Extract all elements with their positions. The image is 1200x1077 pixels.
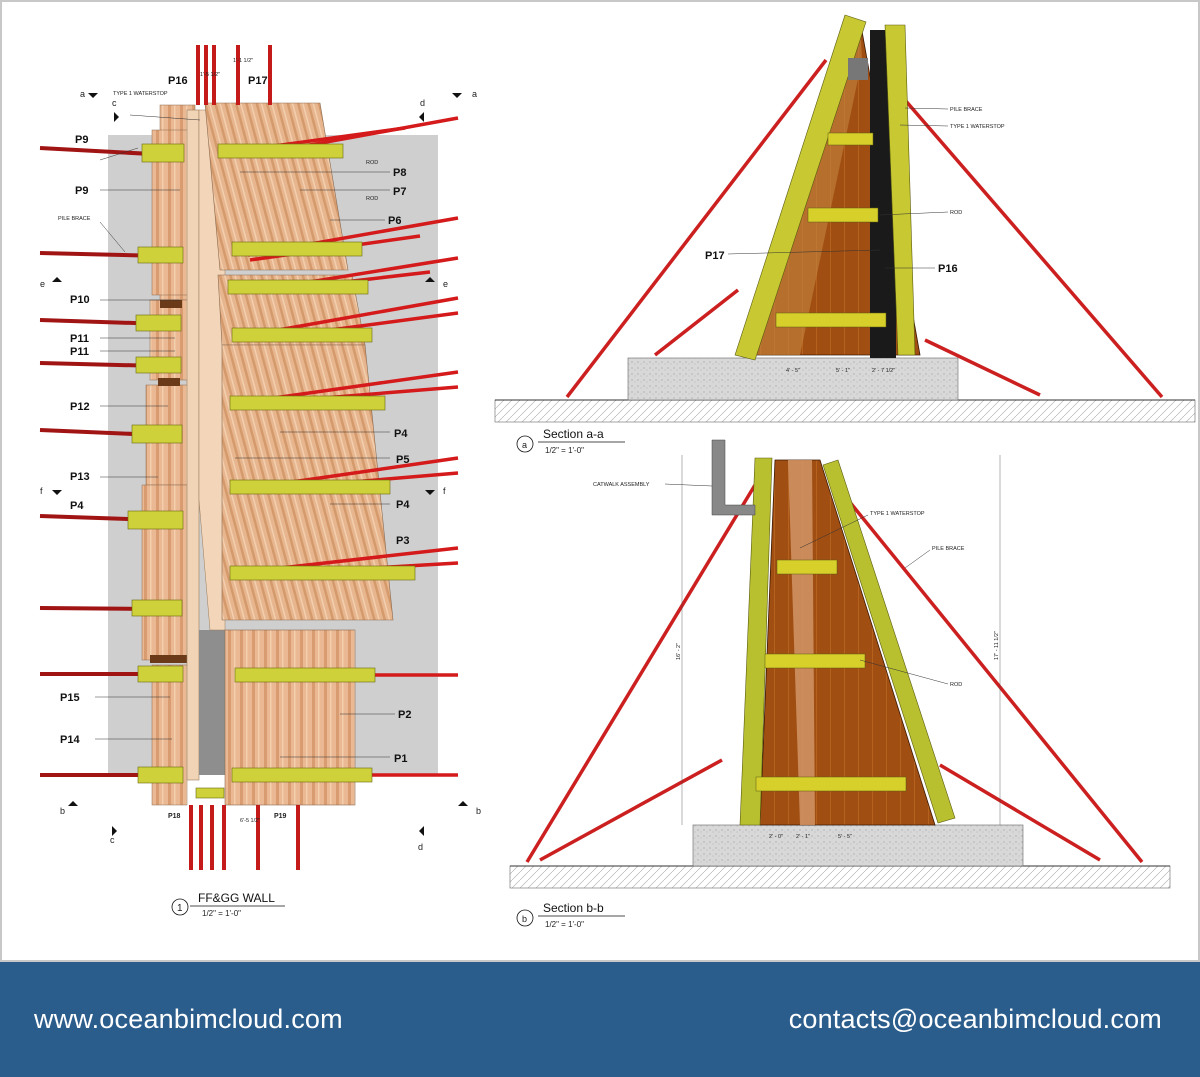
svg-text:b: b <box>60 806 65 816</box>
label-p18: P18 <box>168 813 181 820</box>
label-p19: P19 <box>274 813 287 820</box>
label-p11b: P11 <box>70 346 89 358</box>
dim-top-1: 1'-5 1/2" <box>200 72 220 78</box>
label-p2: P2 <box>398 709 411 721</box>
section-a-label-right: P16 <box>938 263 958 275</box>
drawing-sheet: P1 P2 P3 P4 P4 P4 P5 P6 P7 P8 P9 P9 P10 … <box>0 0 1200 962</box>
label-p4c: P4 <box>70 500 84 512</box>
section-b-scale: 1/2" = 1'-0" <box>545 920 584 929</box>
section-a-dim-2: 5' - 1" <box>836 368 850 374</box>
website-link[interactable]: www.oceanbimcloud.com <box>34 1004 343 1034</box>
section-b-note-rod: ROD <box>950 682 962 688</box>
note-rod-main-1: ROD <box>366 160 378 166</box>
panel-labels: P1 P2 P3 P4 P4 P4 P5 P6 P7 P8 P9 P9 P10 … <box>60 75 411 820</box>
section-a-note-rod: ROD <box>950 210 962 216</box>
svg-text:b: b <box>476 806 481 816</box>
main-view-title-text: FF&GG WALL <box>198 891 275 905</box>
leader-lines <box>95 114 395 758</box>
sheet-border <box>0 0 1200 962</box>
section-b-dim-1: 2' - 0" <box>769 834 783 840</box>
section-a-view: P17 P16 PILE BRACE TYPE 1 WATERSTOP ROD … <box>494 14 1196 455</box>
svg-text:1: 1 <box>177 903 183 914</box>
svg-text:f: f <box>443 486 446 496</box>
section-a-dim-1: 4' - 5" <box>786 368 800 374</box>
section-a-scale: 1/2" = 1'-0" <box>545 446 584 455</box>
svg-text:d: d <box>420 98 425 108</box>
clamps <box>127 143 416 799</box>
section-a-label-left: P17 <box>705 250 725 262</box>
svg-text:a: a <box>522 440 527 450</box>
label-p9a: P9 <box>75 134 88 146</box>
section-a-note-waterstop: TYPE 1 WATERSTOP <box>950 124 1005 130</box>
label-p8: P8 <box>393 167 406 179</box>
label-p5: P5 <box>396 454 409 466</box>
svg-text:c: c <box>110 835 115 845</box>
label-p12: P12 <box>70 401 90 413</box>
dim-bottom: 6'-5 1/2" <box>240 818 260 824</box>
label-p6: P6 <box>388 215 401 227</box>
label-p14: P14 <box>60 734 80 746</box>
section-a-title-text: Section a-a <box>543 427 604 441</box>
section-a-title: a Section a-a 1/2" = 1'-0" <box>516 427 625 455</box>
label-p4b: P4 <box>396 499 410 511</box>
label-p7: P7 <box>393 186 406 198</box>
label-p3: P3 <box>396 535 409 547</box>
note-rod-main-2: ROD <box>366 196 378 202</box>
dim-top-2: 1'-1 1/2" <box>233 58 253 64</box>
label-p1: P1 <box>394 753 407 765</box>
section-b-note-pile-brace: PILE BRACE <box>932 546 965 552</box>
label-p11a: P11 <box>70 333 89 345</box>
svg-text:f: f <box>40 486 43 496</box>
section-a-note-pile-brace: PILE BRACE <box>950 107 983 113</box>
section-b-view: CATWALK ASSEMBLY TYPE 1 WATERSTOP PILE B… <box>509 439 1171 929</box>
section-b-braces <box>525 484 1144 864</box>
label-p10: P10 <box>70 294 90 306</box>
svg-text:e: e <box>40 279 45 289</box>
svg-text:c: c <box>112 98 117 108</box>
section-b-height-right: 17' - 11 1/2" <box>994 631 1000 660</box>
section-b-dim-2: 2' - 1" <box>796 834 810 840</box>
section-b-dim-3: 5' - 5" <box>838 834 852 840</box>
label-p9b: P9 <box>75 185 88 197</box>
section-b-note-waterstop: TYPE 1 WATERSTOP <box>870 511 925 517</box>
svg-text:a: a <box>472 89 477 99</box>
label-p15: P15 <box>60 692 80 704</box>
footer-bar: www.oceanbimcloud.com contacts@oceanbimc… <box>0 962 1200 1077</box>
top-pipes <box>196 45 272 105</box>
svg-text:b: b <box>522 914 527 924</box>
drawing-canvas: P1 P2 P3 P4 P4 P4 P5 P6 P7 P8 P9 P9 P10 … <box>39 14 1196 929</box>
main-view-title: 1 FF&GG WALL 1/2" = 1'-0" <box>171 891 285 918</box>
svg-text:a: a <box>80 89 85 99</box>
section-markers: a a c d e e f f b b c d <box>40 89 481 852</box>
section-b-height-left: 16' - 2" <box>676 643 682 660</box>
section-a-dim-3: 2' - 7 1/2" <box>872 368 895 374</box>
wall-gap <box>199 630 225 775</box>
section-b-note-catwalk: CATWALK ASSEMBLY <box>593 482 650 488</box>
label-p13: P13 <box>70 471 90 483</box>
main-elevation-view: P1 P2 P3 P4 P4 P4 P5 P6 P7 P8 P9 P9 P10 … <box>39 45 481 918</box>
svg-text:d: d <box>418 842 423 852</box>
section-b-title: b Section b-b 1/2" = 1'-0" <box>516 901 625 929</box>
note-pile-brace-main: PILE BRACE <box>58 216 91 222</box>
note-waterstop-main: TYPE 1 WATERSTOP <box>113 91 168 97</box>
label-p16: P16 <box>168 75 188 87</box>
section-b-title-text: Section b-b <box>543 901 604 915</box>
svg-text:e: e <box>443 279 448 289</box>
main-view-scale: 1/2" = 1'-0" <box>202 909 241 918</box>
section-a-braces <box>565 58 1164 399</box>
label-p4a: P4 <box>394 428 408 440</box>
email-link[interactable]: contacts@oceanbimcloud.com <box>788 1004 1162 1034</box>
label-p17: P17 <box>248 75 268 87</box>
bottom-pipes <box>189 805 300 870</box>
